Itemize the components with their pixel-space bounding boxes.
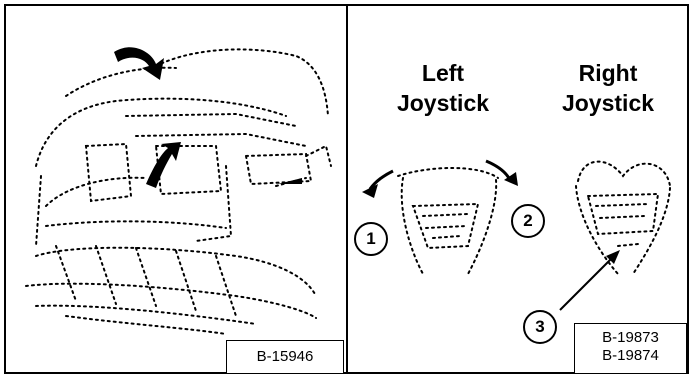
- left-joystick-drawing: [397, 167, 499, 275]
- figure-frame: B-15946 Left Joystick Right Joystick: [4, 4, 689, 374]
- right-joystick-drawing: [575, 160, 671, 275]
- right-joystick-title-text: Right Joystick: [561, 60, 655, 116]
- figure-label-text: B-15946: [256, 348, 314, 365]
- leader-line: [559, 257, 613, 311]
- figure-labels: B-19873 B-19874: [574, 323, 687, 374]
- left-joystick-title-text: Left Joystick: [396, 60, 490, 116]
- callout-2-text: 2: [523, 211, 533, 230]
- machine-cab-drawing: [25, 47, 332, 335]
- callout-1-text: 1: [366, 229, 376, 248]
- arrow-icon: [362, 184, 378, 198]
- arrow-icon: [606, 250, 620, 264]
- callout-1: 1: [354, 222, 388, 256]
- arrow-icon: [146, 142, 181, 188]
- cab-roof-outline: [155, 48, 329, 117]
- callout-3-text: 3: [535, 317, 545, 336]
- arrow-icon: [114, 47, 164, 80]
- figure-label-2: B-19874: [602, 347, 659, 364]
- machine-illustration-panel: B-15946: [6, 6, 346, 374]
- joystick-illustration-panel: Left Joystick Right Joystick: [348, 6, 687, 374]
- arrow-icon: [368, 169, 394, 190]
- callout-2: 2: [511, 204, 545, 238]
- arrow-icon: [278, 178, 302, 184]
- cab-window: [84, 142, 133, 203]
- left-joystick-title: Left Joystick: [378, 58, 508, 118]
- right-joystick-title: Right Joystick: [533, 58, 683, 118]
- figure-label-1: B-19873: [602, 329, 659, 346]
- joystick-drawings: [362, 159, 671, 311]
- machine-base-outline: [35, 246, 317, 297]
- arrow-icon: [504, 172, 518, 186]
- panel-divider: [346, 6, 348, 372]
- figure-label: B-15946: [226, 340, 344, 374]
- callout-3: 3: [523, 310, 557, 344]
